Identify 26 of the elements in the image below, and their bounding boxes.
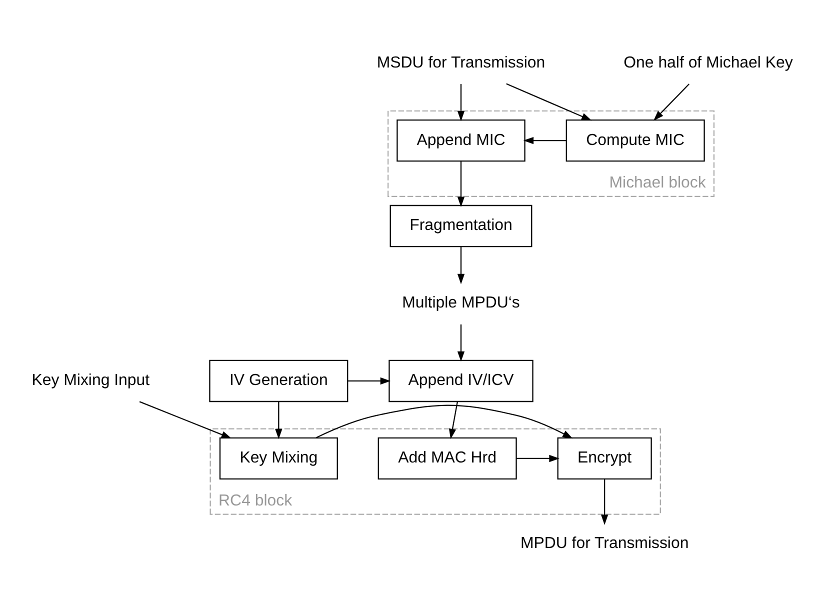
arrow	[275, 401, 282, 439]
arrow	[139, 400, 232, 438]
node-box: Key Mixing	[219, 436, 338, 480]
arrow	[448, 401, 458, 439]
node-box: Encrypt	[557, 436, 652, 480]
node-text: Multiple MPDU‘s	[402, 294, 520, 312]
node-text: MPDU for Transmission	[520, 534, 689, 552]
arrow	[457, 246, 465, 284]
node-text: One half of Michael Key	[624, 54, 793, 71]
arrow	[516, 454, 560, 462]
node-box: Append IV/ICV	[388, 359, 534, 402]
arrow	[348, 376, 391, 384]
node-box: Add MAC Hrd	[378, 436, 517, 480]
arrow	[506, 82, 592, 120]
arrow	[457, 83, 465, 121]
arrow	[600, 478, 608, 524]
node-box: Compute MIC	[566, 118, 705, 162]
node-text: Key Mixing Input	[32, 372, 150, 389]
node-text: MSDU for Transmission	[376, 54, 546, 71]
node-box: Fragmentation	[390, 204, 532, 247]
arrow	[457, 160, 465, 207]
arrow	[457, 324, 465, 362]
node-box: IV Generation	[209, 359, 348, 402]
node-box: Append MIC	[396, 118, 526, 162]
arrow	[523, 136, 566, 144]
arrow	[653, 83, 690, 120]
